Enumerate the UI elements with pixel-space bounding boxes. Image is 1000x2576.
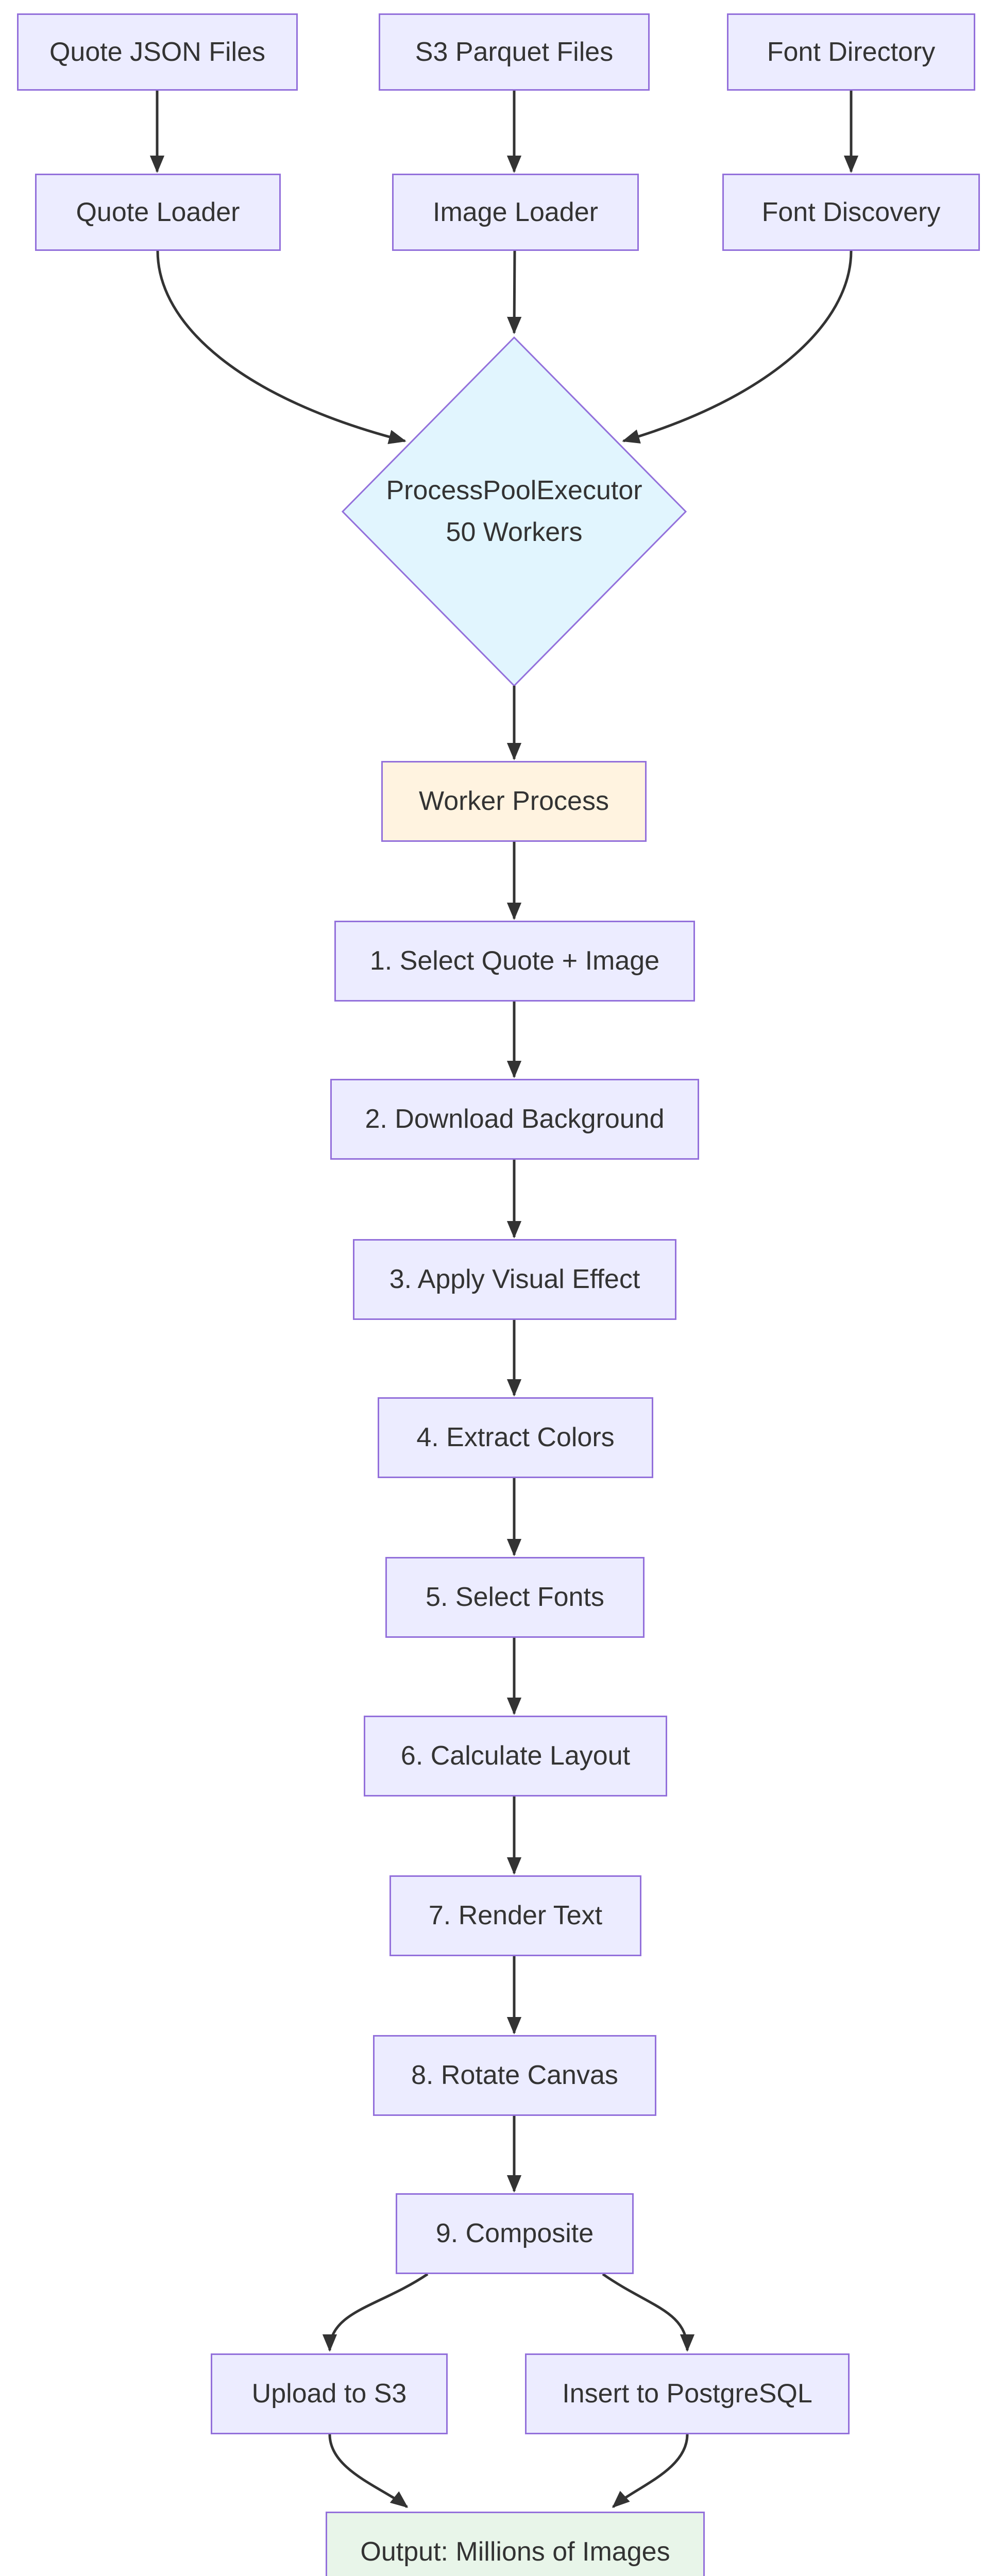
node-label: Output: Millions of Images xyxy=(360,2537,670,2567)
node-step-4-extract-colors: 4. Extract Colors xyxy=(378,1397,653,1478)
node-insert-to-postgresql: Insert to PostgreSQL xyxy=(525,2353,850,2434)
node-step-6-calculate-layout: 6. Calculate Layout xyxy=(364,1716,667,1797)
node-label: Insert to PostgreSQL xyxy=(562,2379,812,2409)
node-quote-loader: Quote Loader xyxy=(35,174,281,251)
node-label-line2: 50 Workers xyxy=(446,517,583,547)
node-step-8-rotate-canvas: 8. Rotate Canvas xyxy=(373,2035,656,2116)
node-step-9-composite: 9. Composite xyxy=(396,2193,634,2274)
node-label: 6. Calculate Layout xyxy=(400,1741,631,1771)
node-output-millions-of-images: Output: Millions of Images xyxy=(326,2512,705,2576)
node-font-discovery: Font Discovery xyxy=(722,174,980,251)
edge-step9-upload xyxy=(322,2273,429,2352)
edge-upload-output xyxy=(328,2434,409,2508)
node-upload-to-s3: Upload to S3 xyxy=(211,2353,448,2434)
node-label: S3 Parquet Files xyxy=(415,37,614,67)
node-label: 2. Download Background xyxy=(365,1104,665,1134)
node-quote-json-files: Quote JSON Files xyxy=(17,13,298,91)
node-label-line1: ProcessPoolExecutor xyxy=(386,476,642,506)
node-label: 1. Select Quote + Image xyxy=(369,946,660,976)
node-label: Upload to S3 xyxy=(251,2379,407,2409)
node-label: 3. Apply Visual Effect xyxy=(389,1264,640,1294)
node-label: Quote Loader xyxy=(76,197,240,227)
node-label: Font Discovery xyxy=(761,197,941,227)
node-processpoolexecutor: ProcessPoolExecutor 50 Workers xyxy=(342,336,687,687)
node-step-2-download-background: 2. Download Background xyxy=(330,1079,699,1160)
node-label: Image Loader xyxy=(433,197,598,227)
node-label: Worker Process xyxy=(419,786,609,816)
node-label: 5. Select Fonts xyxy=(426,1582,604,1612)
node-label: 7. Render Text xyxy=(428,1901,603,1930)
node-step-3-apply-visual-effect: 3. Apply Visual Effect xyxy=(353,1239,676,1320)
node-worker-process: Worker Process xyxy=(381,761,647,842)
node-label: 8. Rotate Canvas xyxy=(411,2060,618,2090)
edge-quoteloader-executor xyxy=(156,250,406,444)
node-font-directory: Font Directory xyxy=(727,13,975,91)
node-step-5-select-fonts: 5. Select Fonts xyxy=(385,1557,645,1638)
node-label: 4. Extract Colors xyxy=(416,1422,615,1452)
node-step-1-select-quote-image: 1. Select Quote + Image xyxy=(334,921,695,1002)
edge-imageloader-executor xyxy=(507,250,522,334)
edge-step9-insert xyxy=(602,2273,695,2352)
node-label: Quote JSON Files xyxy=(49,37,266,67)
edge-fontdiscovery-executor xyxy=(622,250,853,444)
node-s3-parquet-files: S3 Parquet Files xyxy=(379,13,650,91)
edge-insert-output xyxy=(612,2434,689,2508)
node-step-7-render-text: 7. Render Text xyxy=(389,1875,641,1956)
node-image-loader: Image Loader xyxy=(392,174,639,251)
node-label: Font Directory xyxy=(767,37,936,67)
node-label: 9. Composite xyxy=(435,2218,594,2248)
